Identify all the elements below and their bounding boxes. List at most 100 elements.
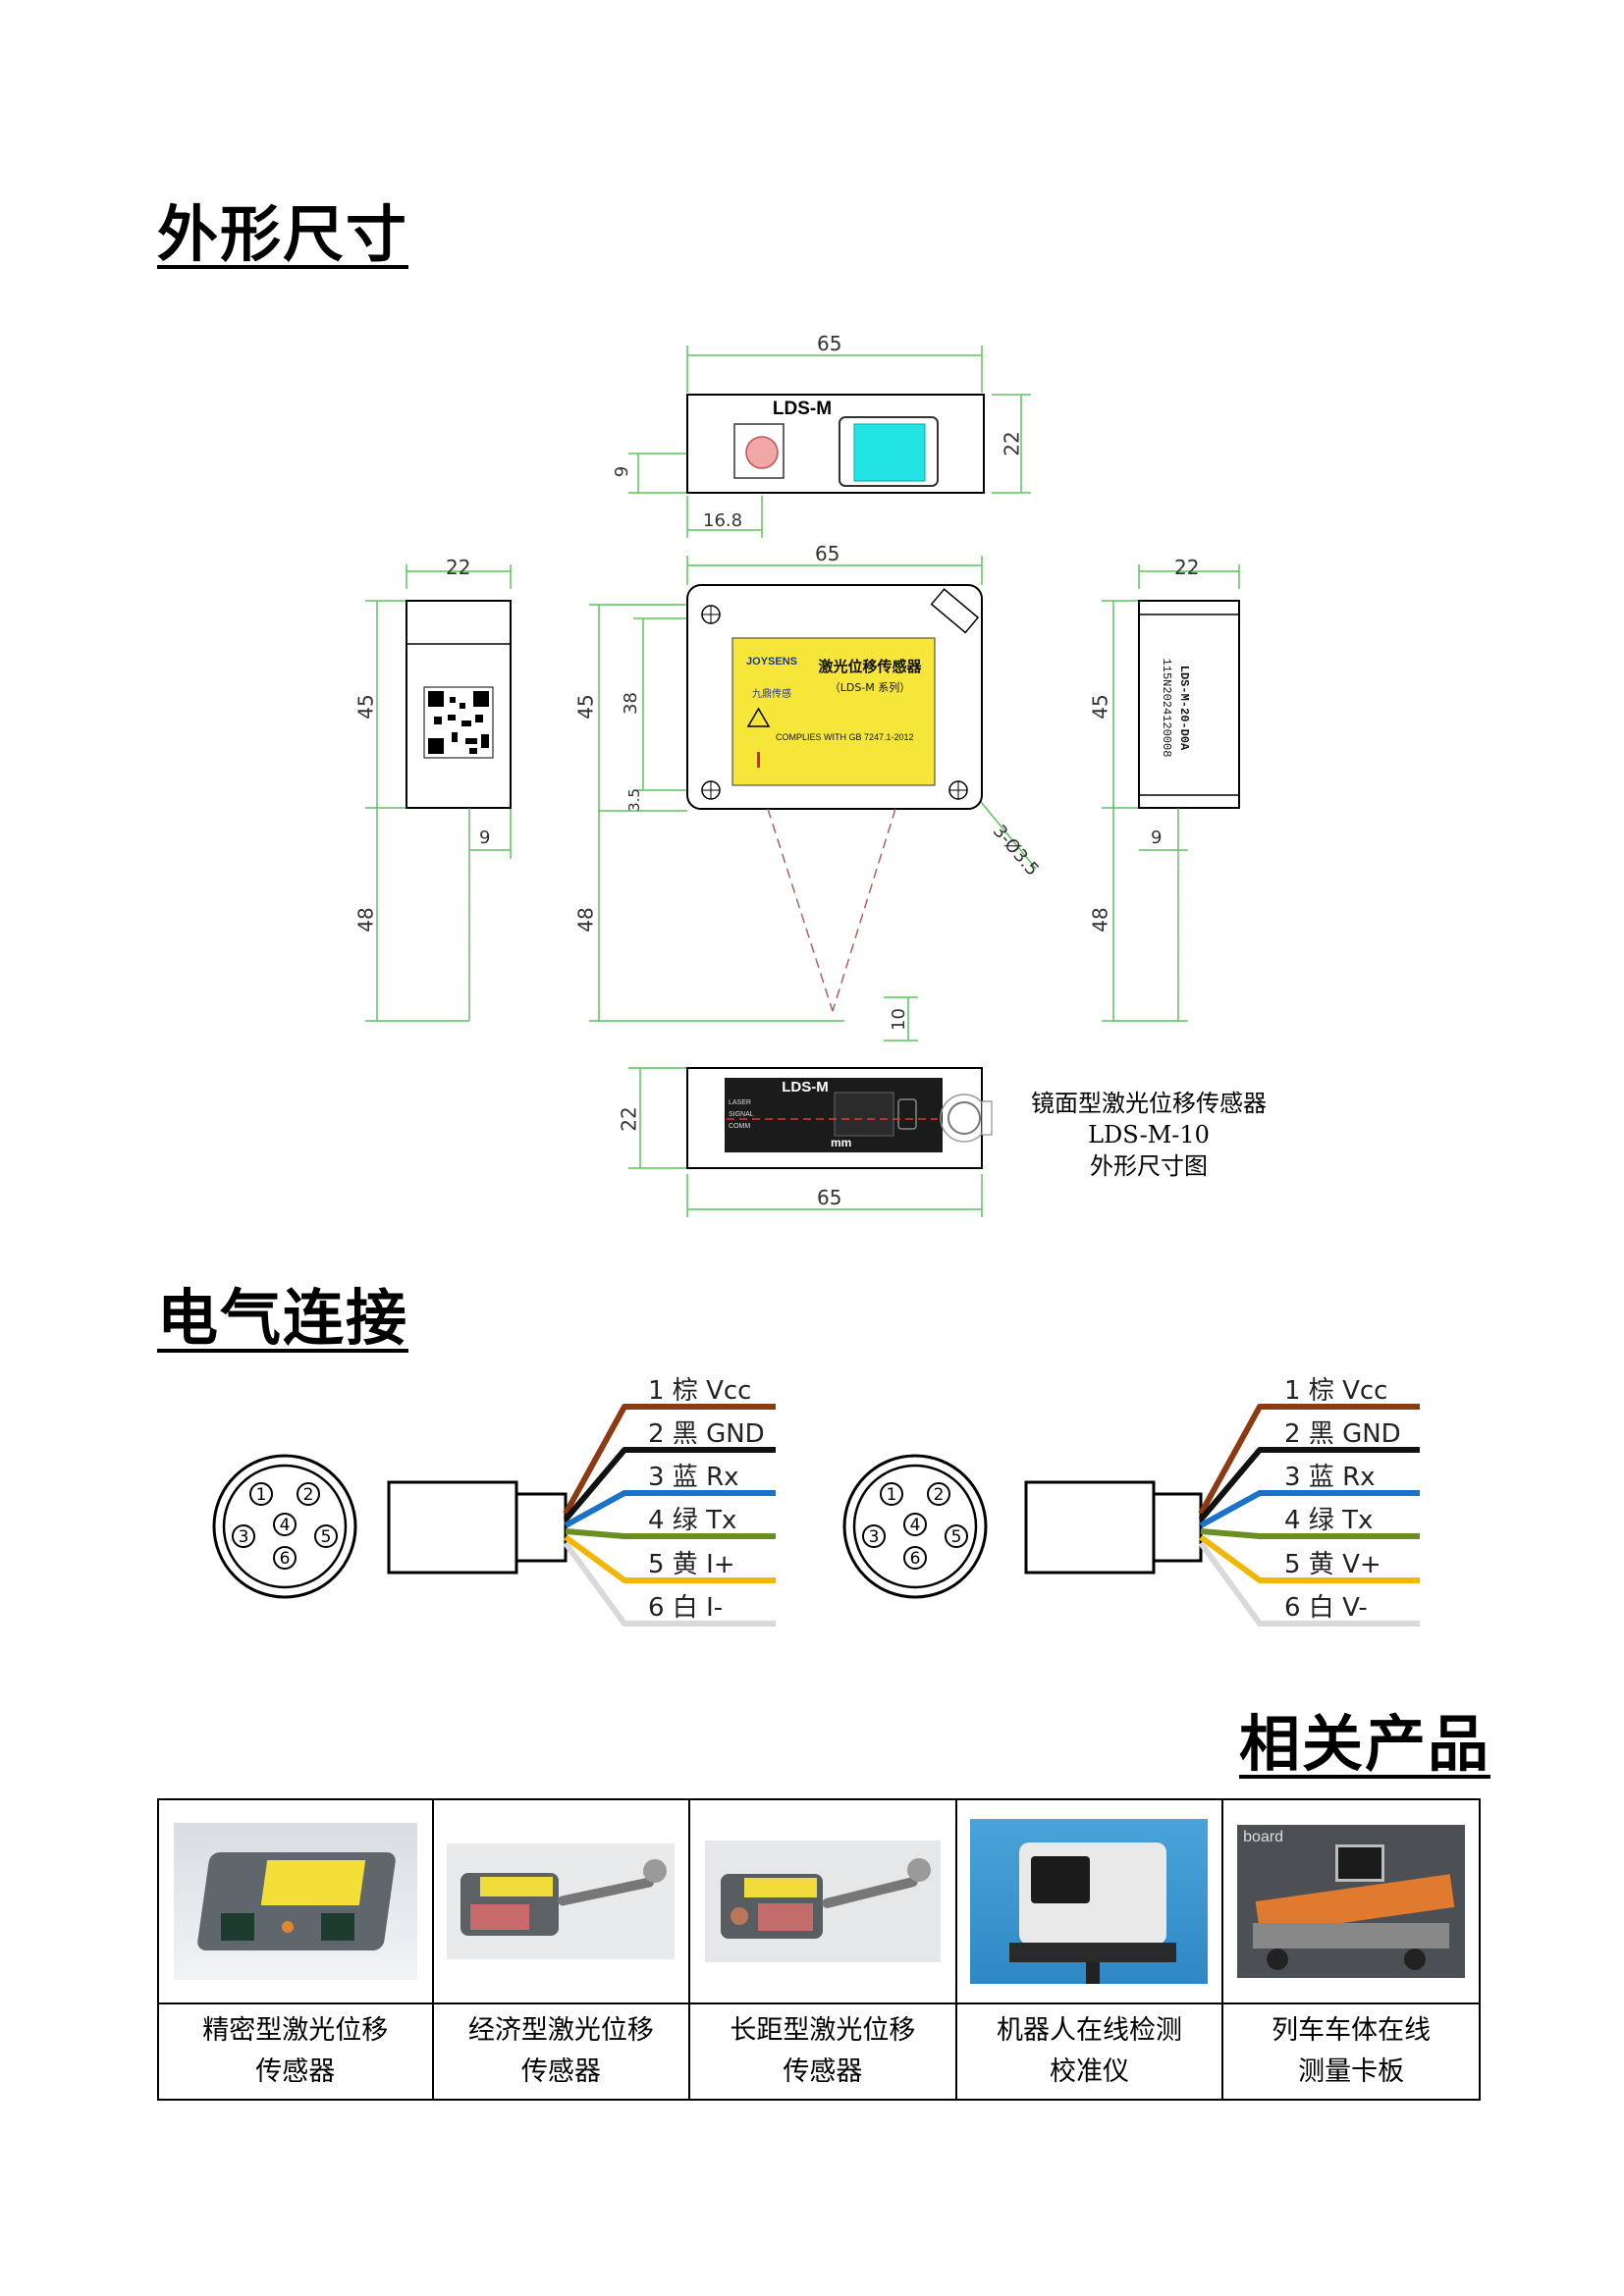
product-name-robot-calibrator: 机器人在线检测校准仪 [954,2002,1224,2101]
product-name-line-1: 经济型激光位移 [467,2015,654,2046]
wire-5 [564,1534,776,1583]
wire-label: 1 棕 Vcc [648,1376,751,1406]
product-name-line-1: 长距型激光位移 [730,2015,916,2046]
dim-bottom-width: 65 [817,1186,842,1209]
product-name-line-1: 机器人在线检测 [996,2015,1182,2046]
wire-label: 2 黑 GND [648,1419,765,1449]
dim-front-height: 45 [573,694,598,720]
dim-left-width: 22 [446,556,471,579]
pin-number: 3 [869,1527,880,1547]
bottom-unit: mm [831,1136,852,1149]
wire-label: 1 棕 Vcc [1284,1376,1387,1406]
pin-1 [249,1482,273,1506]
pin-5 [945,1524,968,1548]
dim-right-height: 45 [1088,694,1112,720]
wire-label: 6 白 V- [1284,1593,1368,1623]
product-name-line-2: 校准仪 [1049,2056,1129,2087]
wire-1 [563,1404,776,1516]
pin-number: 6 [280,1549,291,1569]
cable-boot-left [514,1492,568,1563]
product-name-line-1: 列车车体在线 [1272,2015,1432,2046]
pin-number: 2 [303,1485,314,1505]
pin-2 [927,1482,950,1506]
pin-4 [903,1513,927,1536]
section-title-dimensions: 外形尺寸 [157,198,409,270]
wire-3 [564,1490,776,1528]
long-range-sensor-image[interactable] [704,1841,941,1962]
product-name-line-2: 传感器 [783,2056,863,2087]
dim-top-offset-x: 16.8 [703,510,743,531]
wire-1 [1198,1404,1420,1516]
led-comm-label: COMM [729,1123,751,1130]
economy-sensor-image[interactable] [447,1843,676,1959]
pin-number: 4 [910,1516,921,1535]
wire-5 [1199,1534,1420,1583]
pin-5 [314,1524,338,1548]
dim-right-9: 9 [1151,828,1163,848]
wire-3 [1199,1490,1420,1528]
pin-number: 5 [951,1527,962,1547]
dimension-drawing [365,346,1240,1217]
product-image-cell [157,1798,434,2004]
dim-front-38: 38 [620,692,641,715]
pin-number: 5 [321,1527,332,1547]
bottom-view-model: LDS-M [782,1079,829,1095]
dim-front-48: 48 [573,907,598,933]
bottom-led-labels: LASER SIGNAL COMM [729,1097,754,1133]
train-gauge-image[interactable]: board [1237,1825,1466,1978]
led-signal-label: SIGNAL [729,1111,754,1118]
dim-bottom-height: 22 [617,1106,641,1132]
wire-label: 4 绿 Tx [1284,1506,1373,1535]
label-brand: JOYSENS [746,656,797,667]
drawing-caption: 镜面型激光位移传感器 LDS-M-10 外形尺寸图 [1011,1088,1286,1182]
dim-top-height: 22 [1000,431,1024,456]
precision-sensor-image[interactable] [173,1823,417,1980]
caption-line-2: LDS-M-10 [1088,1121,1210,1148]
pin-3 [232,1524,255,1548]
pin-4 [273,1513,297,1536]
dim-left-9: 9 [479,828,491,848]
wire-label: 4 绿 Tx [648,1506,736,1535]
wire-label: 5 黄 I+ [648,1550,735,1579]
wire-2 [1198,1447,1420,1522]
wire-label: 3 蓝 Rx [648,1463,739,1492]
wire-2 [563,1447,776,1522]
pin-2 [297,1482,320,1506]
product-name-line-1: 精密型激光位移 [202,2015,389,2046]
product-name-long-range: 长距型激光位移传感器 [688,2002,957,2101]
related-products-table: board 精密型激光位移传感器 经济型激光位移传感器 长距型激光位移传感器 机… [157,1798,1481,2101]
product-image-cell: board [1221,1798,1481,2004]
dim-front-10: 10 [888,1008,909,1031]
pin-number: 2 [934,1485,945,1505]
wire-6 [1198,1541,1420,1627]
led-laser-label: LASER [729,1099,751,1106]
dim-front-3-5: 3.5 [624,788,643,812]
wire-label: 3 蓝 Rx [1284,1463,1376,1492]
side-model-code: LDS-M-20-D0A [1177,665,1191,751]
dim-right-48: 48 [1088,907,1112,933]
dim-top-offset-y: 9 [612,465,633,478]
pin-1 [880,1482,903,1506]
top-view-model: LDS-M [772,399,833,419]
cable-body-left [387,1480,518,1575]
wire-6 [563,1541,776,1627]
side-serial: 115N2024120008 [1160,658,1173,758]
cable-boot-right [1152,1492,1203,1563]
wire-label: 5 黄 V+ [1284,1550,1381,1579]
product-name-line-2: 传感器 [520,2056,601,2087]
label-name: 激光位移传感器 [818,658,922,675]
dim-top-width: 65 [817,332,842,355]
wire-label: 6 白 I- [648,1593,723,1623]
pin-number: 3 [239,1527,249,1547]
dim-right-width: 22 [1174,556,1200,579]
product-name-precision: 精密型激光位移传感器 [157,2002,434,2101]
product-name-economy: 经济型激光位移传感器 [431,2002,691,2101]
pin-number: 6 [910,1549,921,1569]
wire-4 [565,1528,776,1539]
caption-line-3: 外形尺寸图 [1090,1152,1208,1180]
product-image-cell [954,1798,1224,2004]
robot-calibrator-image[interactable] [970,1819,1209,1984]
label-brand-cn: 九鼎传感 [752,689,791,700]
dim-left-48: 48 [353,907,378,933]
